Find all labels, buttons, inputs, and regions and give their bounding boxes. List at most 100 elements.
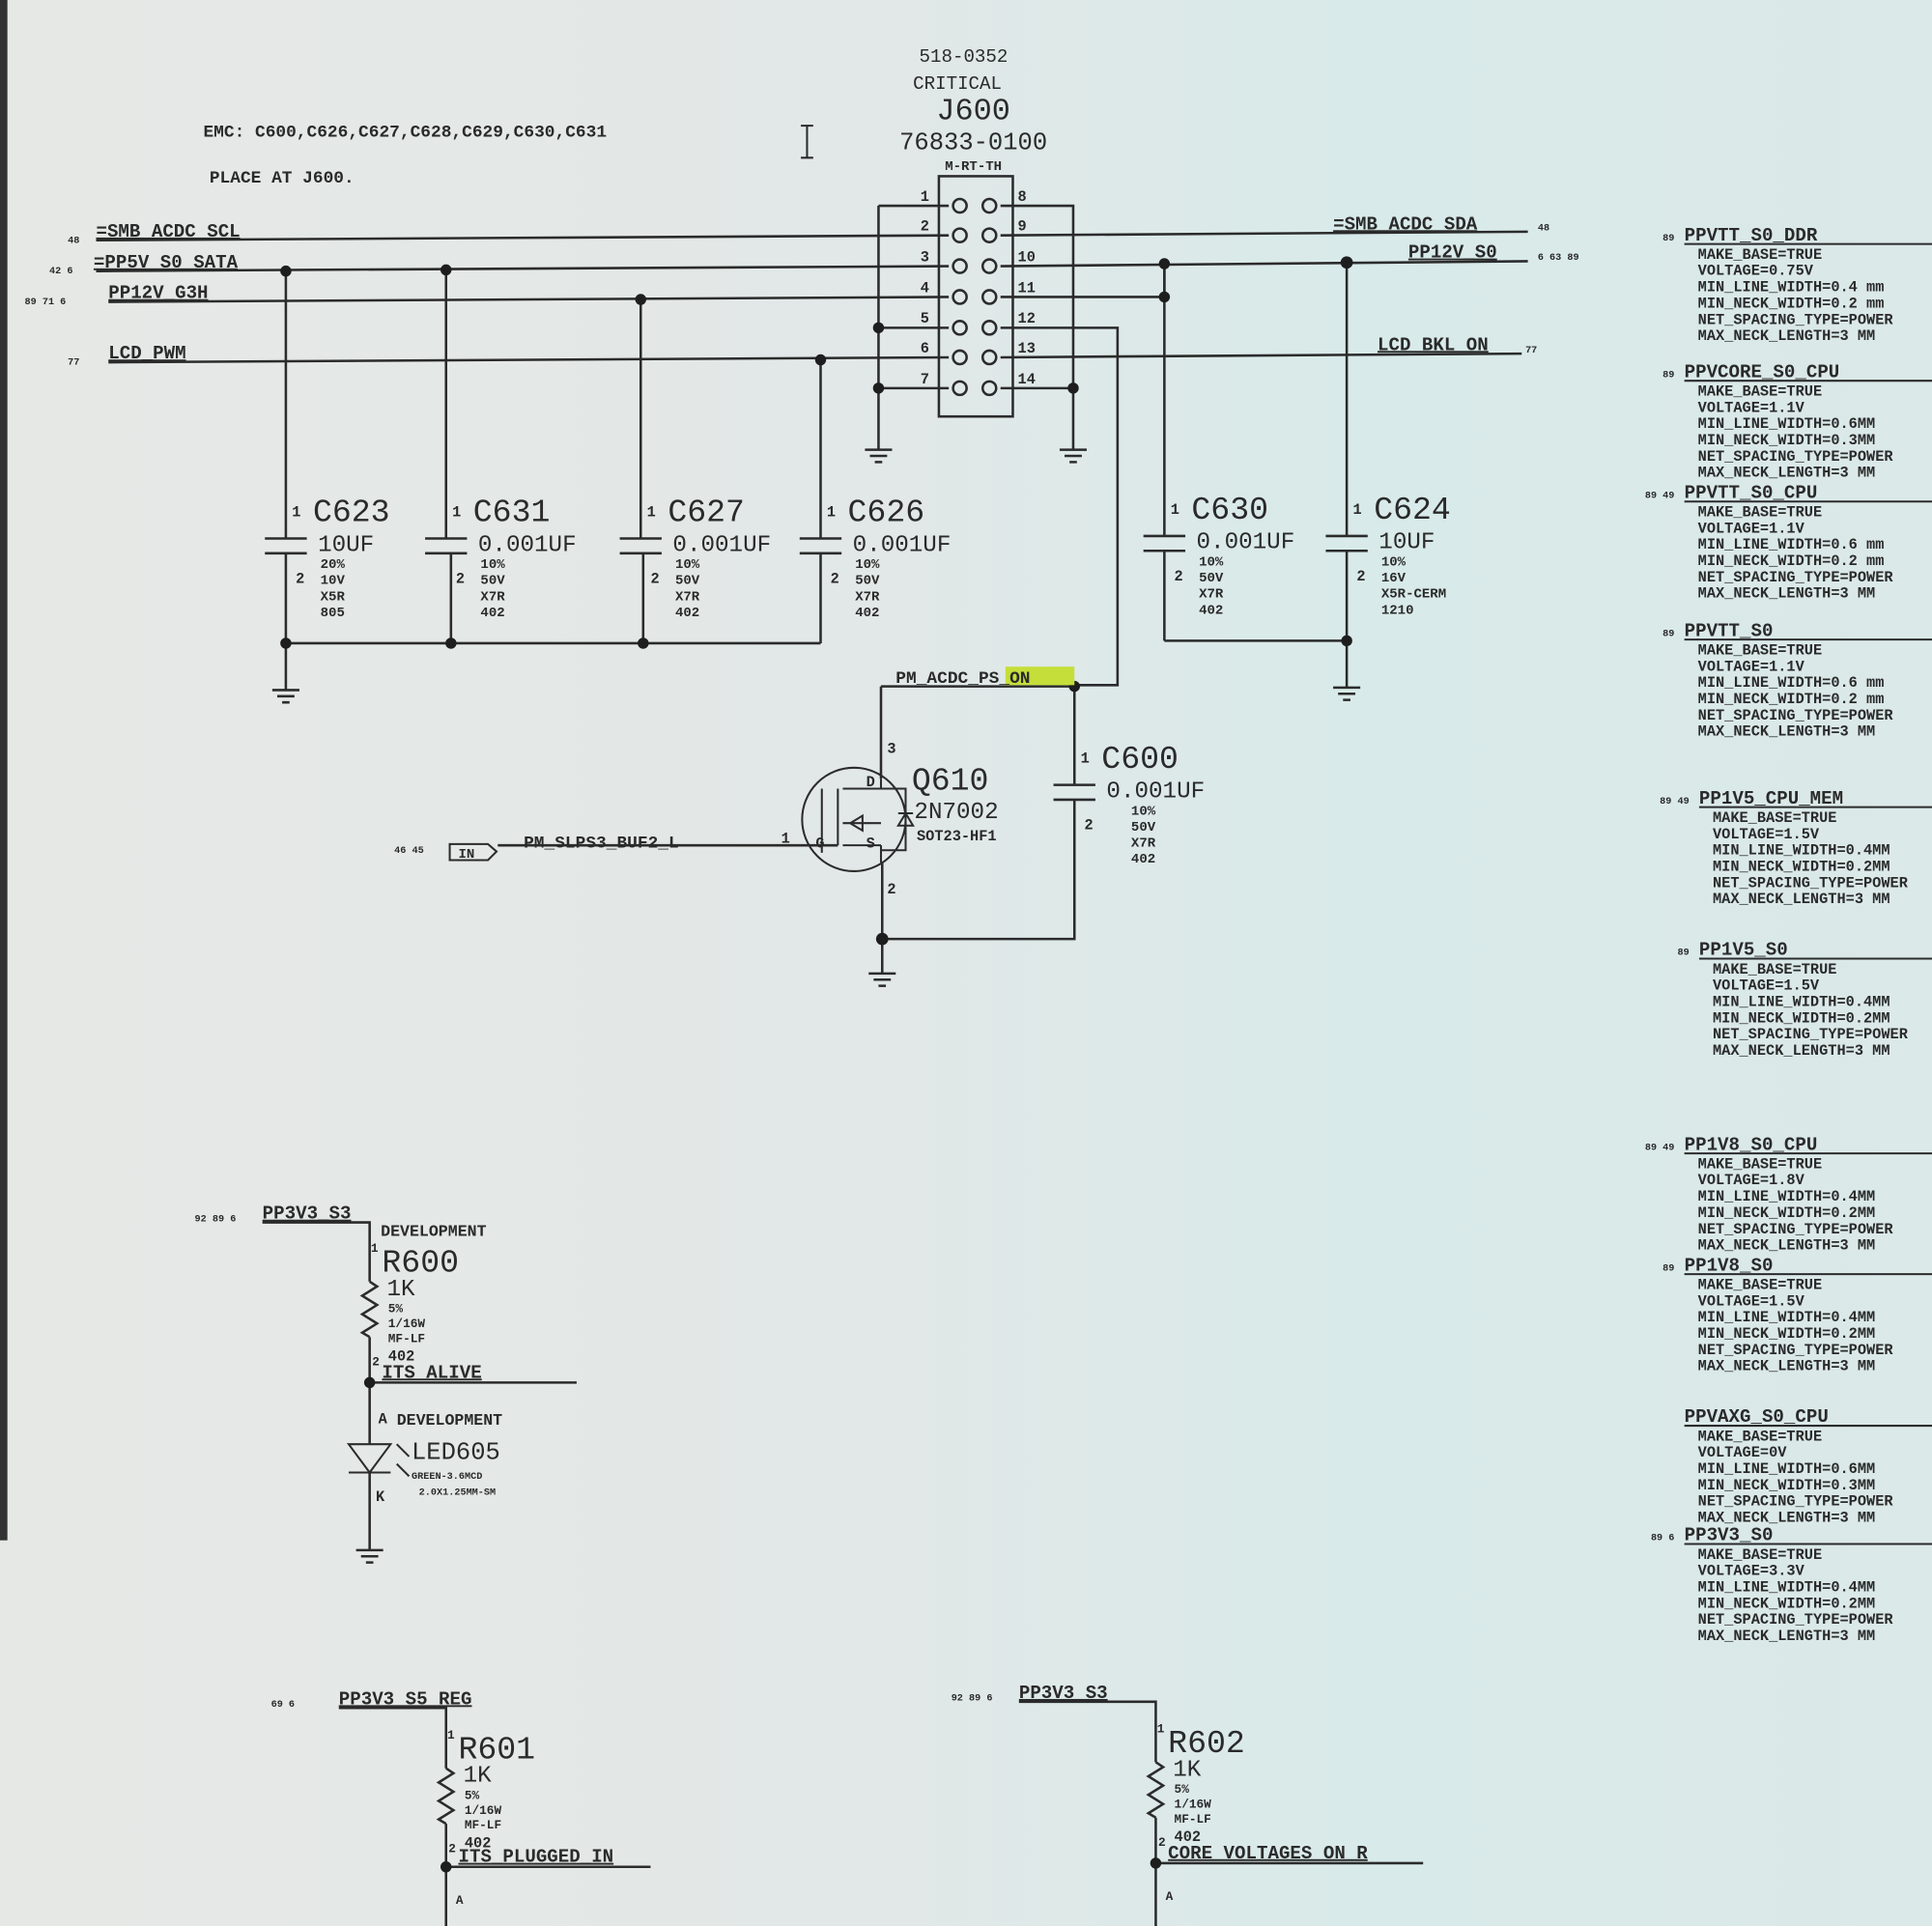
- net-property: VOLTAGE=1.8V: [1698, 1172, 1805, 1189]
- net-page-refs: 89 49: [1660, 797, 1690, 807]
- svg-text:A: A: [379, 1410, 388, 1428]
- resistor-value: 1K: [1173, 1757, 1202, 1783]
- right-net-labels: =SMB_ACDC_SDA 48 PP12V_S0 6 63 89 LCD_BK…: [1333, 213, 1579, 356]
- svg-text:D: D: [867, 774, 875, 791]
- pin-circle: [952, 197, 968, 214]
- svg-text:1/16W: 1/16W: [1175, 1798, 1212, 1812]
- svg-text:MF-LF: MF-LF: [1175, 1812, 1211, 1827]
- capacitor-refdes: C626: [848, 495, 925, 531]
- net-property: NET_SPACING_TYPE=POWER: [1713, 1026, 1909, 1043]
- svg-text:2: 2: [1356, 568, 1365, 585]
- net-property: MIN_NECK_WIDTH=0.2MM: [1698, 1325, 1876, 1343]
- net-property-name: PP1V8_S0: [1685, 1255, 1774, 1276]
- net-property: MAX_NECK_LENGTH=3 MM: [1713, 891, 1890, 908]
- pin-number: 13: [1018, 340, 1036, 357]
- capacitor-refdes: C600: [1101, 741, 1179, 778]
- svg-text:1: 1: [1353, 501, 1362, 519]
- capacitor-spec: 10%: [480, 557, 505, 573]
- pin-circle: [980, 349, 998, 366]
- svg-text:1/16W: 1/16W: [465, 1803, 502, 1818]
- pin-circle: [980, 227, 998, 243]
- net-page-refs: 6 63 89: [1538, 253, 1579, 264]
- net-property-name: PPVTT_S0: [1685, 620, 1774, 641]
- net-property-name: PP1V5_CPU_MEM: [1699, 788, 1843, 809]
- pin-number: 14: [1018, 371, 1036, 388]
- net-property: MAX_NECK_LENGTH=3 MM: [1698, 585, 1876, 603]
- svg-text:1: 1: [1081, 751, 1090, 768]
- pin-number: 2: [921, 218, 929, 236]
- capacitor-spec: X5R-CERM: [1381, 587, 1446, 603]
- net-page-refs: 89: [1662, 370, 1674, 381]
- net-label-pp12v-s0: PP12V_S0: [1408, 242, 1497, 264]
- svg-text:1: 1: [1157, 1722, 1165, 1737]
- capacitor-value: 0.001UF: [853, 532, 952, 558]
- svg-text:MF-LF: MF-LF: [465, 1818, 501, 1832]
- net-property-name: PPVAXG_S0_CPU: [1685, 1406, 1829, 1428]
- svg-text:5%: 5%: [465, 1789, 480, 1803]
- mosfet-q610: D S G 3 2 1 Q610 2N7002 SOT23-HF1: [781, 740, 999, 897]
- net-property: MIN_LINE_WIDTH=0.6 mm: [1698, 674, 1885, 692]
- svg-text:69 6: 69 6: [271, 1700, 295, 1711]
- capacitor-spec: 50V: [1199, 571, 1224, 586]
- svg-text:1: 1: [647, 504, 656, 522]
- capacitor-spec: 50V: [480, 574, 505, 589]
- net-page-refs: 77: [68, 358, 79, 369]
- net-property: MAKE_BASE=TRUE: [1698, 1276, 1823, 1293]
- pin-circle: [952, 349, 968, 366]
- svg-text:3: 3: [887, 740, 895, 757]
- net-property-name: PP1V8_S0_CPU: [1685, 1134, 1818, 1155]
- capacitor-refdes: C627: [668, 495, 745, 531]
- pin-circle: [980, 197, 998, 214]
- pin-number: 7: [921, 371, 929, 388]
- connector-critical: CRITICAL: [913, 73, 1002, 95]
- mosfet-package: SOT23-HF1: [917, 828, 997, 845]
- pin-number: 6: [921, 340, 929, 357]
- svg-text:5%: 5%: [1175, 1782, 1190, 1797]
- pin-number: 3: [921, 248, 929, 266]
- svg-text:1: 1: [1171, 501, 1179, 519]
- net-property: MIN_NECK_WIDTH=0.2MM: [1713, 1009, 1890, 1027]
- net-property: MIN_LINE_WIDTH=0.4MM: [1698, 1579, 1876, 1597]
- net-property: MIN_NECK_WIDTH=0.2MM: [1698, 1204, 1876, 1222]
- capacitor-spec: 402: [675, 606, 699, 621]
- svg-text:K: K: [376, 1488, 385, 1506]
- net-page-refs: 89: [1662, 1263, 1674, 1274]
- net-property: NET_SPACING_TYPE=POWER: [1698, 1221, 1894, 1238]
- net-property: MAKE_BASE=TRUE: [1698, 383, 1823, 401]
- net-property: MAX_NECK_LENGTH=3 MM: [1698, 723, 1876, 741]
- svg-text:402: 402: [465, 1834, 492, 1852]
- net-property: VOLTAGE=1.5V: [1713, 826, 1820, 843]
- net-property: NET_SPACING_TYPE=POWER: [1713, 874, 1909, 892]
- window-border: [0, 0, 8, 1541]
- capacitor-value: 0.001UF: [1106, 779, 1205, 805]
- capacitor-spec: X5R: [321, 589, 346, 605]
- net-property: MAX_NECK_LENGTH=3 MM: [1713, 1042, 1890, 1060]
- pin-number: 4: [921, 279, 929, 297]
- net-property: MIN_LINE_WIDTH=0.4MM: [1713, 842, 1890, 860]
- capacitor-spec: 10%: [1131, 804, 1156, 819]
- ground-icon: [868, 972, 896, 987]
- net-property: VOLTAGE=1.1V: [1698, 399, 1805, 416]
- net-property: NET_SPACING_TYPE=POWER: [1698, 707, 1894, 724]
- net-label-lcd-bkl-on: LCD_BKL_ON: [1378, 334, 1489, 355]
- capacitor-refdes: C623: [313, 495, 390, 531]
- svg-text:2: 2: [1158, 1835, 1166, 1850]
- net-property-name: PP3V3_S0: [1685, 1525, 1774, 1546]
- pin-number: 11: [1018, 279, 1036, 297]
- net-property: NET_SPACING_TYPE=POWER: [1698, 1342, 1894, 1359]
- capacitor-spec: 1210: [1381, 603, 1414, 618]
- ground-icon: [271, 689, 299, 704]
- svg-text:A: A: [456, 1893, 464, 1908]
- capacitor-value: 10UF: [1378, 530, 1435, 556]
- capacitor-value: 10UF: [318, 532, 374, 558]
- pin-circle: [952, 380, 968, 397]
- capacitor-spec: X7R: [1131, 836, 1156, 851]
